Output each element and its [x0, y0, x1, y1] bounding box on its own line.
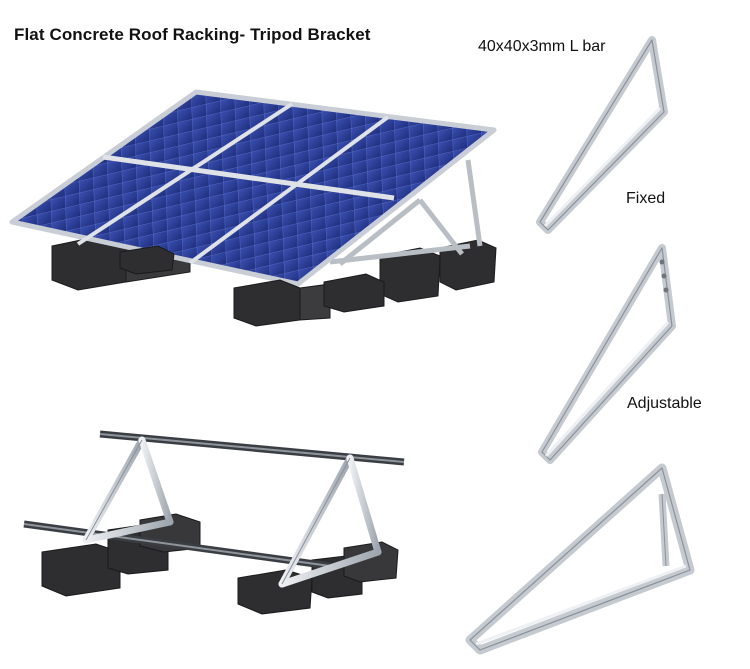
- adjustable-tripod-bracket: [538, 244, 676, 464]
- adjustable-bracket-label: Adjustable: [627, 395, 702, 412]
- large-tripod-bracket: [465, 463, 695, 655]
- solar-array-illustration: [9, 89, 497, 327]
- l-bar-spec-label: 40x40x3mm L bar: [478, 38, 606, 55]
- racking-frame-illustration: [23, 430, 405, 615]
- concrete-ballast-blocks-front: [119, 245, 385, 327]
- figure-title: Flat Concrete Roof Racking- Tripod Brack…: [14, 25, 371, 44]
- fixed-bracket-label: Fixed: [626, 190, 666, 207]
- solar-panels: [9, 89, 497, 287]
- frame-concrete-blocks: [41, 513, 399, 615]
- rear-tripod-struts: [329, 159, 483, 266]
- fixed-tripod-bracket: [536, 36, 668, 234]
